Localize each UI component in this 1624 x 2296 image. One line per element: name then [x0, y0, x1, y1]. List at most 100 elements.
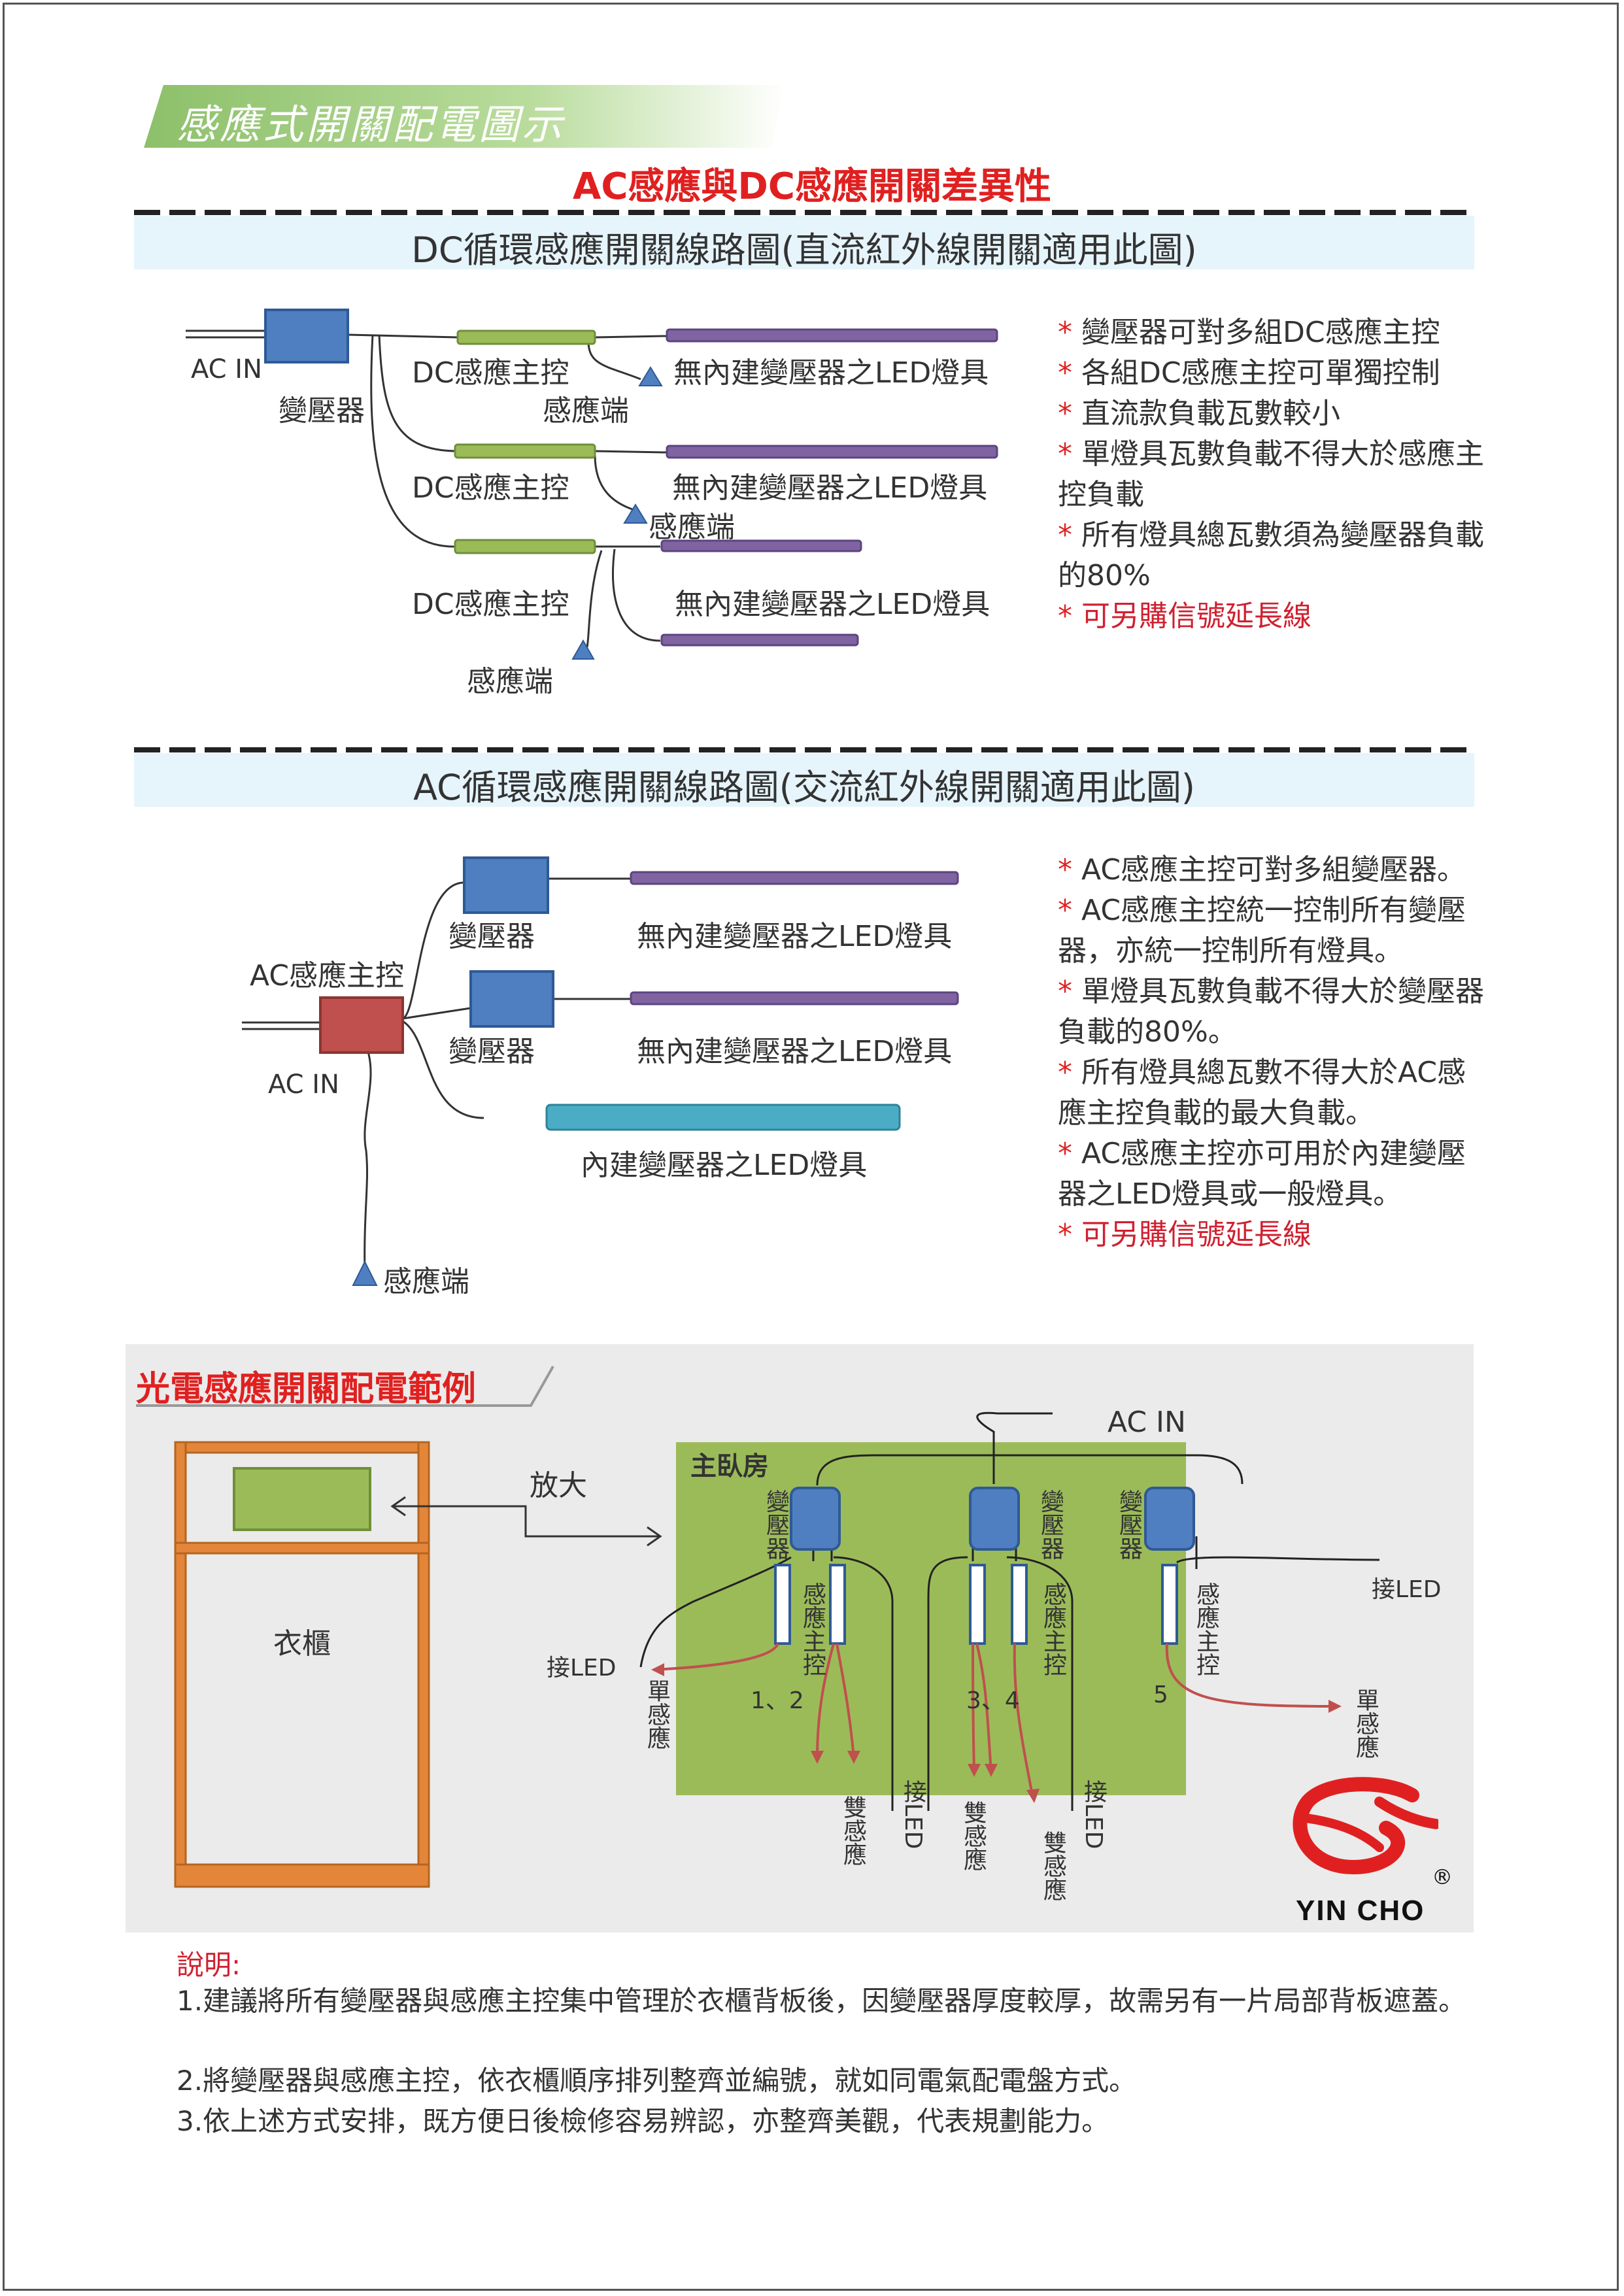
wardrobe-panel-box: [233, 1467, 371, 1531]
dc-controller-label-1: DC感應主控: [412, 356, 569, 390]
room-number-5: 5: [1153, 1681, 1168, 1708]
dc-notes: * 變壓器可對多組DC感應主控 * 各組DC感應主控可單獨控制 * 直流款負載瓦…: [1058, 312, 1489, 637]
dc-note: * 各組DC感應主控可單獨控制: [1058, 356, 1440, 390]
ac-led-label-1: 無內建變壓器之LED燈具: [637, 920, 953, 953]
dc-led-label-3: 無內建變壓器之LED燈具: [675, 588, 990, 621]
ac-notes: * AC感應主控可對多組變壓器。 * AC感應主控統一控制所有變壓器，亦統一控制…: [1058, 850, 1489, 1255]
room-transformer-label-2: 變壓器: [1037, 1489, 1064, 1560]
dc-note: * 單燈具瓦數負載不得大於感應主控負載: [1058, 437, 1484, 511]
header-tab-title: 感應式開關配電圖示: [177, 101, 566, 148]
ac-transformer-box-1: [463, 856, 549, 914]
double-sensor-label-3: 雙感應: [1040, 1831, 1066, 1901]
room-wiring-diagram: [639, 1411, 1380, 1811]
room-controller-1: [774, 1564, 791, 1645]
room-transformer-3: [1144, 1487, 1195, 1551]
double-sensor-label-2: 雙感應: [960, 1800, 987, 1871]
room-controller-label-1: 感應主控: [799, 1582, 826, 1676]
room-transformer-label-3: 變壓器: [1115, 1489, 1142, 1560]
yin-cho-logo-text: YIN CHO: [1296, 1895, 1425, 1927]
ac-led-strip-2: [630, 991, 959, 1005]
dc-section-title: DC循環感應開關線路圖(直流紅外線開關適用此圖): [411, 229, 1197, 271]
ac-sensor-icon: [352, 1260, 378, 1286]
dc-note: * 變壓器可對多組DC感應主控: [1058, 316, 1440, 349]
single-sensor-label-right: 單感應: [1352, 1688, 1379, 1759]
wardrobe-label: 衣櫃: [273, 1627, 331, 1661]
dc-sensor-label-3: 感應端: [467, 665, 553, 698]
dc-sensor-icon-1: [638, 366, 663, 386]
header-tab-shape: [144, 85, 785, 148]
ac-wiring-diagram: [242, 856, 959, 1286]
wardrobe-drawing: [174, 1441, 430, 1888]
explanation-item-2: 2.將變壓器與感應主控，依衣櫃順序排列整齊並編號，就如同電氣配電盤方式。: [177, 2065, 1137, 2097]
ac-section-band: [134, 753, 1474, 807]
dc-note: * 直流款負載瓦數較小: [1058, 397, 1340, 430]
main-title: AC感應與DC感應開關差異性: [572, 165, 1052, 208]
room-number-3-4: 3、4: [966, 1687, 1020, 1714]
explanation-item-1: 1.建議將所有變壓器與感應主控集中管理於衣櫃背板後，因變壓器厚度較厚，故需另有一…: [177, 1985, 1466, 2017]
dc-led-strip-4: [660, 633, 859, 647]
ac-led-strip-1: [630, 871, 959, 885]
room-ac-in-label: AC IN: [1108, 1406, 1186, 1439]
ac-transformer-label-2: 變壓器: [448, 1035, 535, 1068]
enlarge-label: 放大: [530, 1469, 587, 1502]
ac-builtin-led-strip: [545, 1104, 901, 1131]
room-title: 主臥房: [690, 1451, 769, 1481]
ac-note-extension: * 可另購信號延長線: [1058, 1218, 1311, 1251]
ac-transformer-label-1: 變壓器: [448, 920, 535, 953]
ac-note: * AC感應主控統一控制所有變壓器，亦統一控制所有燈具。: [1058, 894, 1466, 968]
dc-wiring-diagram: [186, 309, 998, 660]
dc-led-strip-2: [666, 445, 998, 459]
dc-ac-in-label: AC IN: [191, 354, 263, 384]
dc-transformer-label: 變壓器: [279, 394, 365, 428]
ac-led-label-2: 無內建變壓器之LED燈具: [637, 1035, 953, 1068]
dc-led-label-1: 無內建變壓器之LED燈具: [673, 356, 989, 390]
explanation-title: 說明:: [177, 1949, 241, 1981]
ac-sensor-label: 感應端: [383, 1265, 469, 1298]
dc-note-extension: * 可另購信號延長線: [1058, 599, 1311, 633]
double-sensor-label-1: 雙感應: [839, 1795, 866, 1866]
dc-controller-label-3: DC感應主控: [412, 588, 569, 621]
dc-section-band: [134, 216, 1474, 269]
connect-led-label-bottom-2: 接LED: [1080, 1780, 1107, 1849]
ac-transformer-box-2: [469, 970, 554, 1028]
room-controller-3: [969, 1564, 986, 1645]
dc-controller-bar-2: [454, 443, 596, 459]
dc-led-strip-3: [660, 539, 862, 552]
dc-controller-bar-3: [454, 539, 596, 554]
ac-note: * 單燈具瓦數負載不得大於變壓器負載的80%。: [1058, 975, 1484, 1049]
room-controller-4: [1011, 1564, 1028, 1645]
room-transformer-2: [969, 1487, 1020, 1551]
ac-controller-label: AC感應主控: [250, 959, 405, 992]
dc-controller-bar-1: [456, 329, 596, 345]
yin-cho-logo-mark: [1293, 1777, 1438, 1875]
ac-controller-box: [319, 996, 404, 1054]
room-transformer-1: [790, 1487, 841, 1551]
room-controller-label-3: 感應主控: [1193, 1582, 1219, 1676]
dc-sensor-icon-2: [623, 503, 648, 524]
enlarge-arrow: [390, 1496, 662, 1547]
page-border: [3, 3, 1619, 2291]
ac-note: * AC感應主控亦可用於內建變壓器之LED燈具或一般燈具。: [1058, 1137, 1466, 1211]
photo-title-underline: [136, 1366, 554, 1407]
dashed-divider: [134, 747, 1474, 752]
explanation-item-3: 3.依上述方式安排，既方便日後檢修容易辨認，亦整齊美觀，代表規劃能力。: [177, 2105, 1109, 2137]
connect-led-label-left: 接LED: [547, 1655, 617, 1681]
ac-section-title: AC循環感應開關線路圖(交流紅外線開關適用此圖): [413, 767, 1195, 808]
dc-note: * 所有燈具總瓦數須為變壓器負載的80%: [1058, 518, 1484, 592]
connect-led-label-bottom-1: 接LED: [900, 1780, 926, 1849]
ac-builtin-led-label: 內建變壓器之LED燈具: [581, 1149, 868, 1182]
room-background: [676, 1442, 1186, 1795]
ac-ac-in-label: AC IN: [268, 1070, 340, 1100]
ac-note: * AC感應主控可對多組變壓器。: [1058, 853, 1466, 886]
connect-led-label-right: 接LED: [1372, 1576, 1442, 1603]
room-controller-5: [1161, 1564, 1178, 1645]
room-number-1-2: 1、2: [751, 1687, 804, 1714]
dc-led-label-2: 無內建變壓器之LED燈具: [672, 471, 988, 505]
dc-sensor-label-1: 感應端: [543, 394, 629, 428]
room-controller-2: [829, 1564, 846, 1645]
single-sensor-label-left: 單感應: [643, 1679, 670, 1749]
photo-section-title: 光電感應開關配電範例: [136, 1370, 477, 1409]
dashed-divider: [134, 210, 1474, 215]
dc-transformer-box: [264, 309, 349, 363]
dc-sensor-icon-3: [571, 639, 595, 660]
